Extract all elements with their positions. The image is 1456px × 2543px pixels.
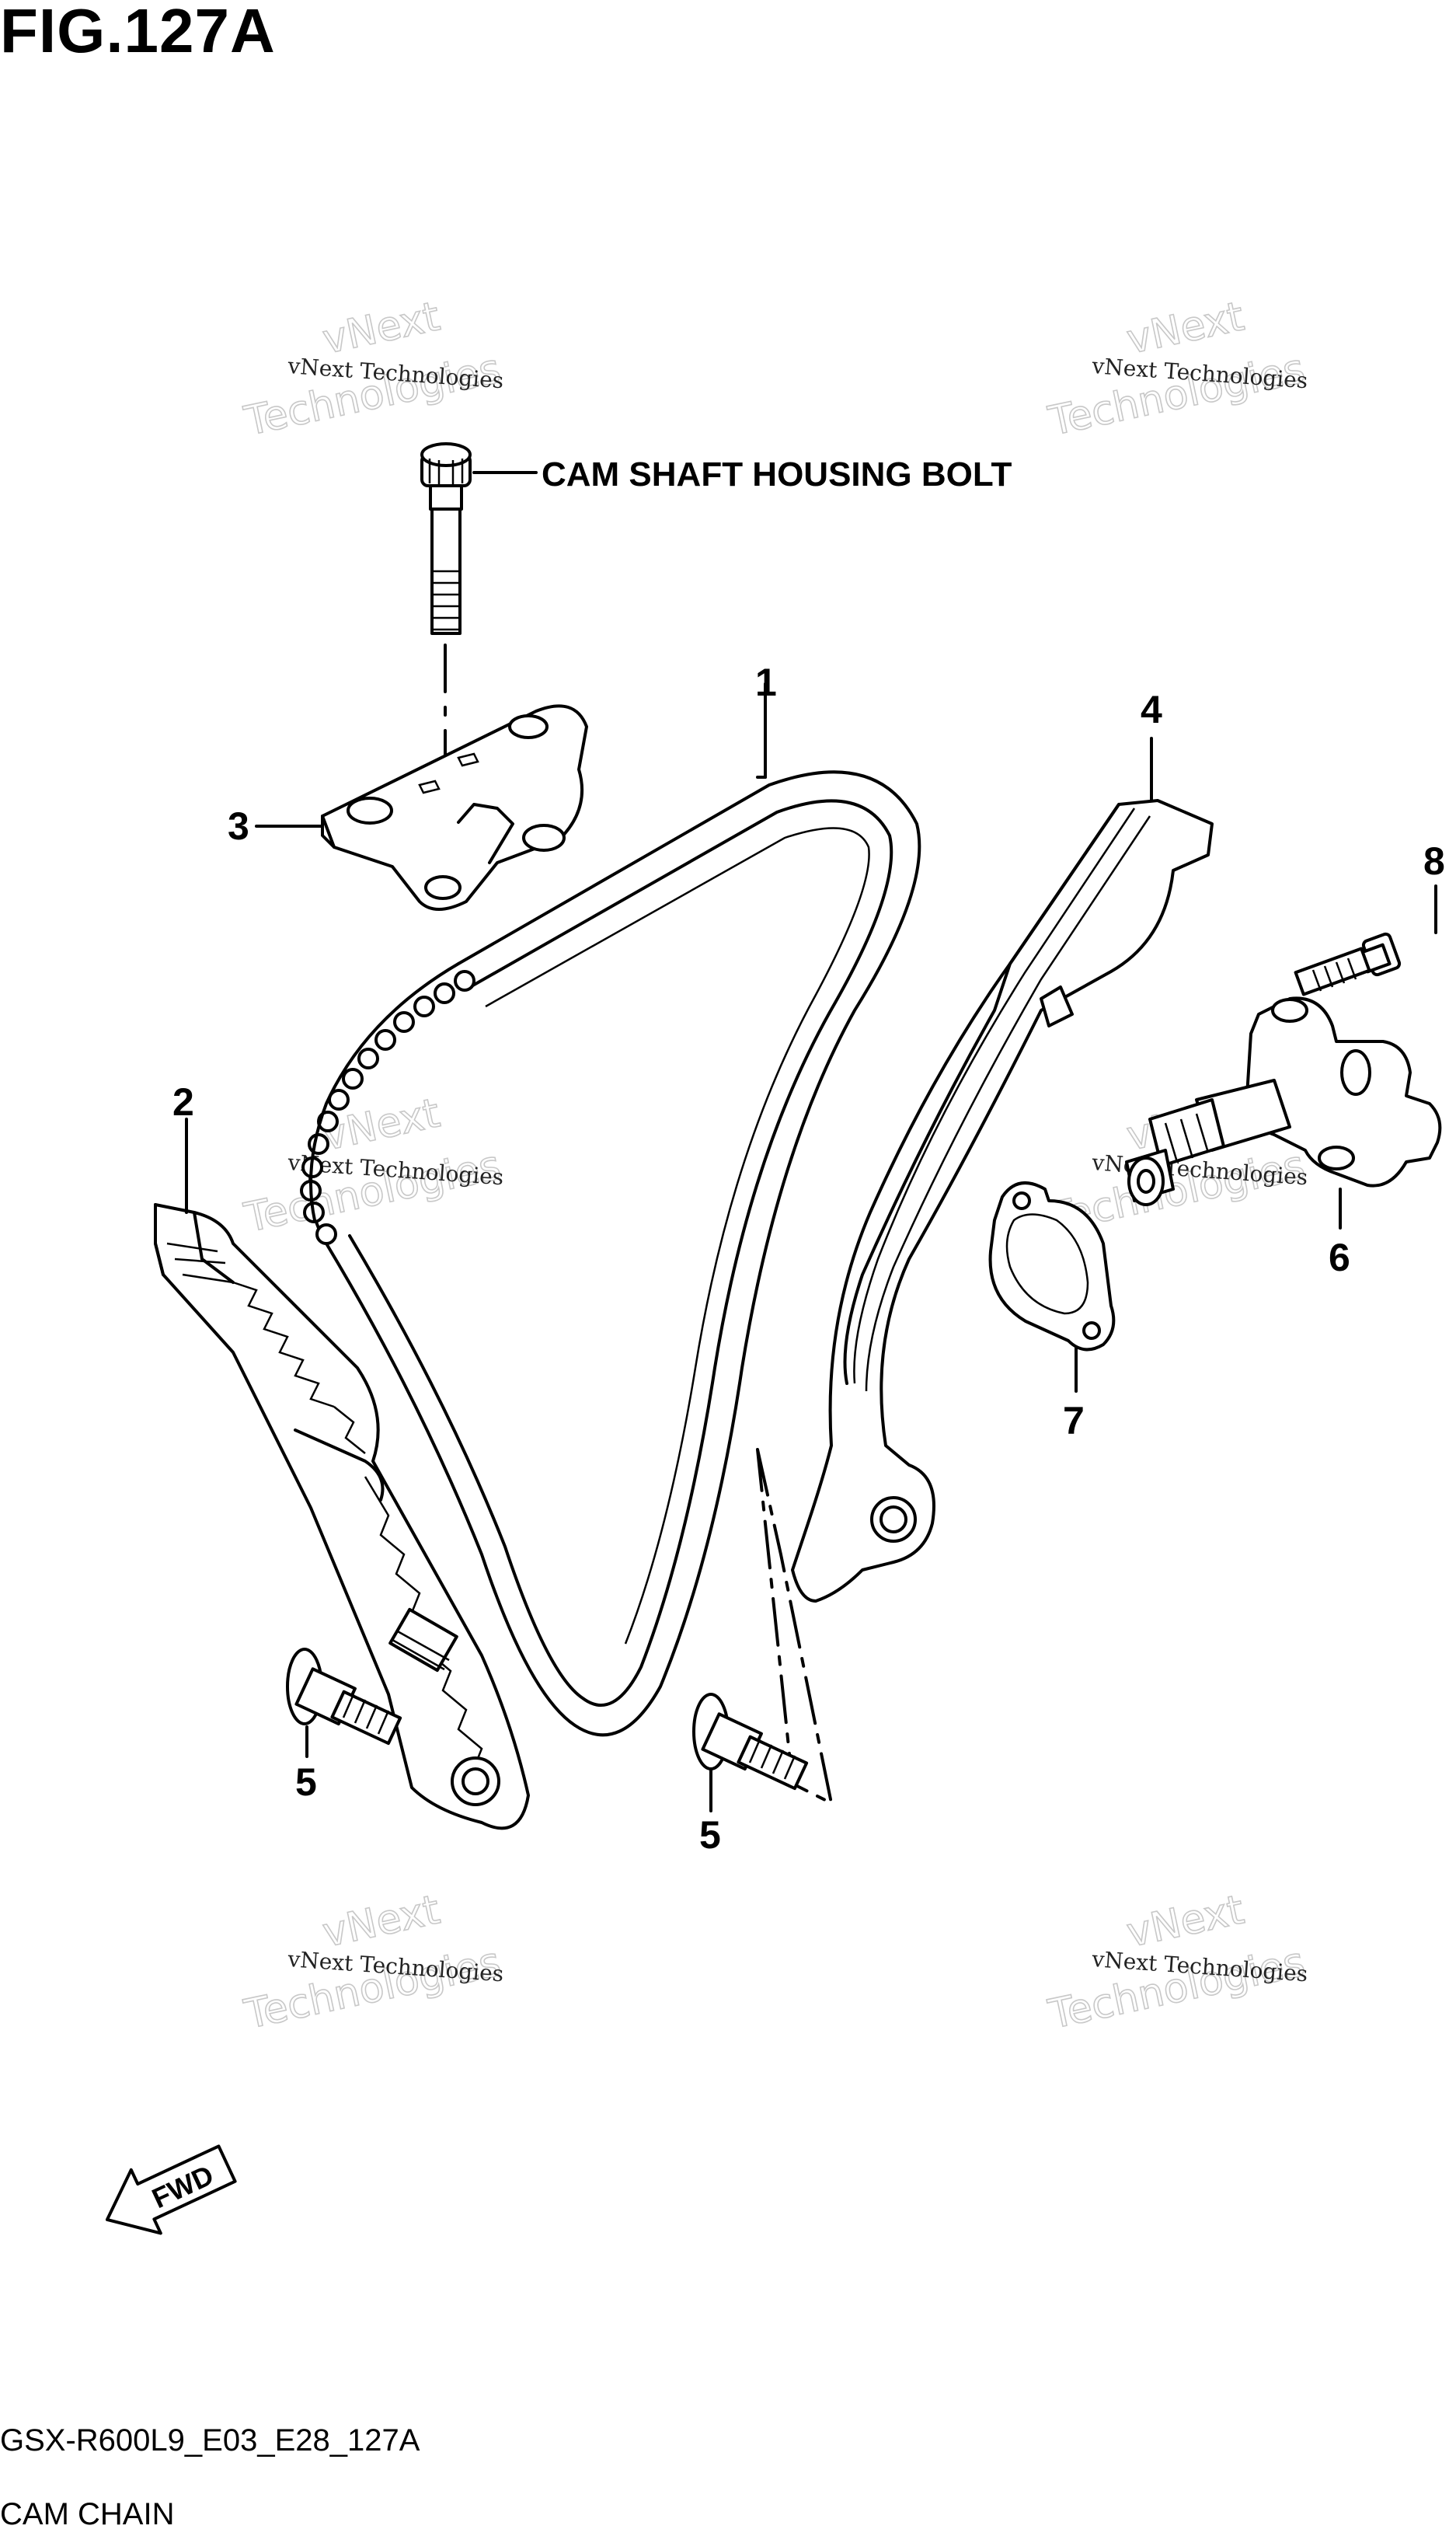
chain-links [300,962,475,1245]
watermark-top-left: vNext Technologies vNext Technologies [239,293,505,446]
callout-5-left: 5 [295,1760,317,1804]
footer-diagram-name: CAM CHAIN [0,2497,175,2531]
callout-3: 3 [228,804,249,848]
callout-8: 8 [1423,839,1445,883]
part-3-chain-guide-top [321,704,588,911]
callout-1: 1 [755,661,777,704]
part-5-bolt-left [286,1648,402,1758]
watermark-brand: vNext [1123,293,1248,363]
part-6-chain-tensioner [1125,996,1442,1230]
part-1-cam-chain [300,682,921,1805]
watermark-top-right: vNext Technologies vNext Technologies [1043,293,1309,446]
watermark-mid-left: vNext Technologies vNext Technologies [239,1090,505,1243]
part-7-gasket [988,1181,1116,1393]
watermark-bottom-right: vNext Technologies vNext Technologies [1043,1886,1309,2039]
watermark-brand: vNext [1123,1886,1248,1956]
callout-4: 4 [1141,688,1162,731]
part-5-bolt-right [692,1693,809,1812]
watermark-brand: vNext [319,293,444,363]
callout-7: 7 [1063,1399,1085,1442]
bolt-label: CAM SHAFT HOUSING BOLT [542,455,1012,494]
watermark-brand: vNext [319,1886,444,1956]
figure-title: FIG.127A [0,0,276,65]
callout-2: 2 [172,1080,194,1124]
part-2-tensioner-guide [154,1118,530,1830]
fwd-arrow-icon: FWD [105,2144,237,2235]
watermark-bottom-left: vNext Technologies vNext Technologies [239,1886,505,2039]
part-8-tensioner-bolt [1294,884,1437,996]
callout-6: 6 [1329,1236,1350,1279]
cam-shaft-housing-bolt [420,442,538,872]
part-4-chain-guide [791,737,1214,1603]
callout-5-right: 5 [699,1813,721,1857]
footer-diagram-code: GSX-R600L9_E03_E28_127A [0,2423,420,2458]
